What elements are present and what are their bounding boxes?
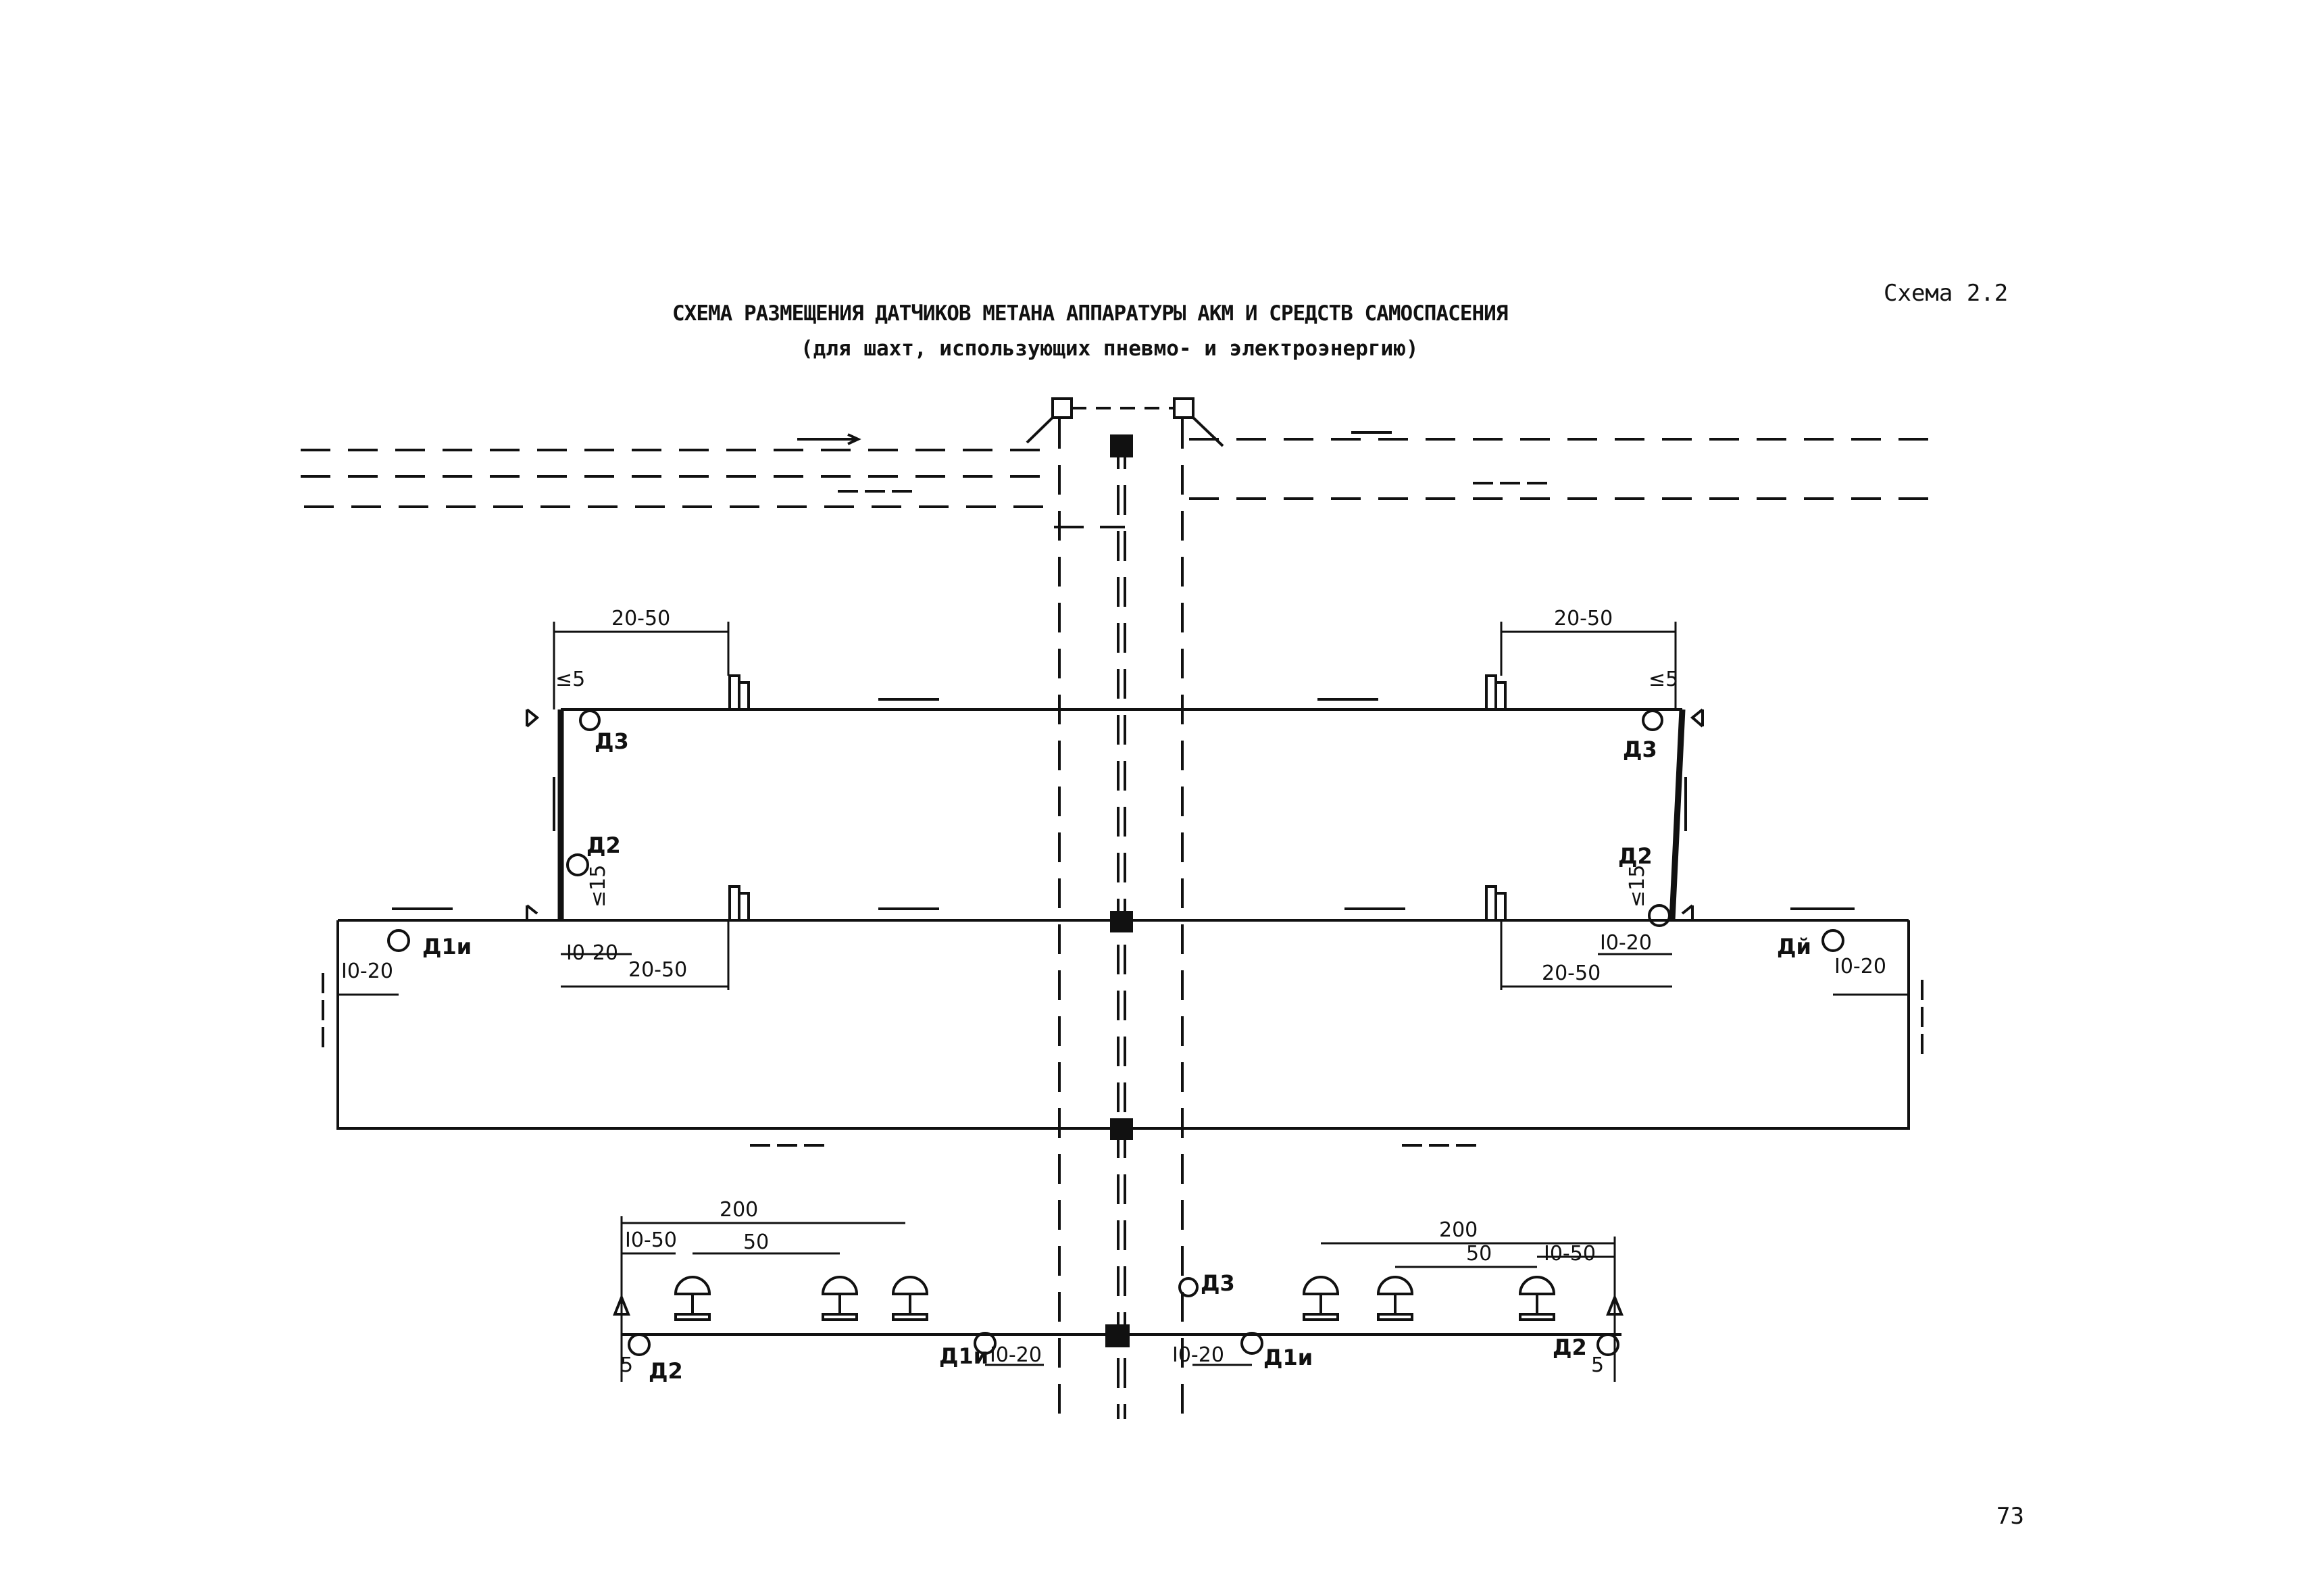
dim-right-5: ≤5 xyxy=(1649,668,1678,691)
dim-right-20-50: 20-50 xyxy=(1554,607,1613,630)
sensor-d1i-left: Д1и xyxy=(422,934,472,959)
sensor-d2-left: Д2 xyxy=(586,832,621,858)
airflow-arrows xyxy=(322,431,1923,1147)
dim-right-10-50: I0-50 xyxy=(1544,1242,1596,1266)
diagram-title: СХЕМА РАЗМЕЩЕНИЯ ДАТЧИКОВ МЕТАНА АППАРАТ… xyxy=(672,301,1508,326)
sensor-d1i-bottom-right: Д1и xyxy=(1263,1345,1313,1370)
vertical-shafts xyxy=(1054,419,1184,1419)
dimension-lines xyxy=(338,622,1909,1382)
dim-left-10-50: I0-50 xyxy=(625,1228,677,1252)
dimension-labels: 20-50 20-50 ≤5 ≤5 I0-20 I0-20 20-50 20-5… xyxy=(341,607,1886,1377)
sensor-d3-right: Д3 xyxy=(1623,737,1657,762)
dim-left-20-50: 20-50 xyxy=(611,607,670,630)
sensor-d3-bottom: Д3 xyxy=(1201,1270,1235,1296)
face-markers xyxy=(526,708,1704,1316)
dim-left-200: 200 xyxy=(720,1198,758,1222)
dim-left-10-20: I0-20 xyxy=(566,941,618,965)
alarm-devices xyxy=(674,1276,1556,1321)
self-rescuer-symbols xyxy=(728,674,1507,922)
dim-right-15: ≤15 xyxy=(1626,865,1649,907)
portal-box-right xyxy=(1173,397,1194,419)
sensor-circles xyxy=(387,709,1844,1356)
diagram-subtitle: (для шахт, использующих пневмо- и электр… xyxy=(801,336,1419,361)
dim-bottom-left-10-20: I0-20 xyxy=(990,1343,1042,1367)
sensor-d1i-bottom-left: Д1и xyxy=(939,1343,988,1369)
scheme-label: Схема 2.2 xyxy=(1884,280,2009,307)
dim-right-50: 50 xyxy=(1466,1242,1492,1266)
sensor-d3-left: Д3 xyxy=(595,728,629,754)
dim-right-10-20: I0-20 xyxy=(1600,931,1652,955)
sensor-d2-bottom-right: Д2 xyxy=(1553,1335,1587,1360)
dim-right-200: 200 xyxy=(1439,1218,1478,1242)
dim-bottom-right-10-20: I0-20 xyxy=(1172,1343,1224,1367)
shaft-markers xyxy=(1105,434,1133,1347)
upper-drift-lines xyxy=(301,438,1946,508)
dim-left-50: 50 xyxy=(743,1230,769,1254)
sensor-labels: Д3 Д3 Д2 Д2 Д1и Дй Д1и Д1и Д2 Д2 Д3 xyxy=(422,728,1811,1384)
dim-left-5: ≤5 xyxy=(555,668,585,691)
dim-right-20-50-b: 20-50 xyxy=(1542,962,1601,985)
dim-bottom-left-5: 5 xyxy=(620,1353,633,1377)
dim-left-15: ≤15 xyxy=(586,865,610,907)
sensor-d2-right: Д2 xyxy=(1618,843,1653,869)
page-number: 73 xyxy=(1996,1503,2024,1530)
portal-box-left xyxy=(1051,397,1073,419)
dim-far-right-10-20: I0-20 xyxy=(1834,955,1886,978)
sensor-d2-bottom-left: Д2 xyxy=(649,1358,683,1384)
face-right xyxy=(1669,709,1686,921)
dim-left-20-50-b: 20-50 xyxy=(628,958,687,982)
dim-far-left-10-20: I0-20 xyxy=(341,959,393,983)
sensor-di-right: Дй xyxy=(1777,934,1811,959)
dim-bottom-right-5: 5 xyxy=(1591,1353,1604,1377)
